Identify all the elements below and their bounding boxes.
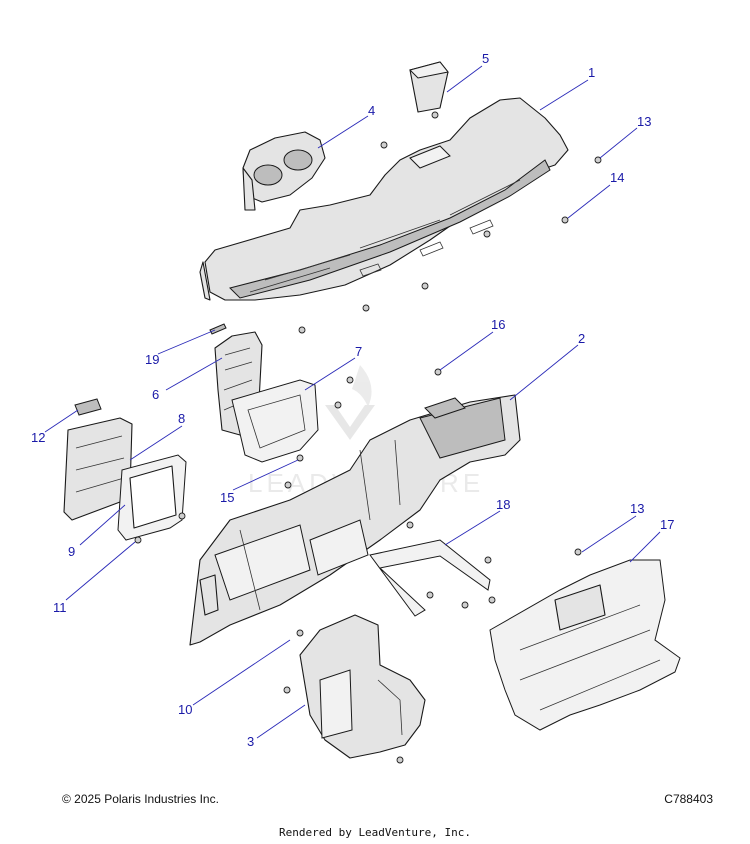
callout-17: 17 [660,517,674,532]
callout-13-lower: 13 [630,501,644,516]
rendered-by-text: Rendered by LeadVenture, Inc. [278,826,472,839]
callout-13-upper: 13 [637,114,651,129]
callout-16: 16 [491,317,505,332]
callout-1: 1 [588,65,595,80]
diagram-code: C788403 [664,792,713,806]
leader-lines [44,65,661,739]
part-lower-cover[interactable] [299,614,426,759]
part-mounting-plate[interactable] [489,559,681,731]
callout-18: 18 [496,497,510,512]
callout-15: 15 [220,490,234,505]
callout-9: 9 [68,544,75,559]
callout-7: 7 [355,344,362,359]
part-upper-dash-panel[interactable] [199,61,569,301]
callout-14: 14 [610,170,624,185]
copyright-text: © 2025 Polaris Industries Inc. [62,792,219,806]
callout-3: 3 [247,734,254,749]
callout-11: 11 [53,600,67,615]
callout-5: 5 [482,51,489,66]
part-left-bracket[interactable] [209,323,319,463]
callout-6: 6 [152,387,159,402]
callout-4: 4 [368,103,375,118]
callout-12: 12 [31,430,45,445]
part-glove-box-door[interactable] [63,398,187,541]
fasteners [134,111,602,764]
callout-numbers: 1 2 3 4 5 6 7 8 9 10 11 12 13 13 14 15 1… [31,51,674,749]
callout-8: 8 [178,411,185,426]
callout-2: 2 [578,331,585,346]
part-lower-dash-panel[interactable] [189,394,521,646]
callout-19: 19 [145,352,159,367]
callout-10: 10 [178,702,192,717]
